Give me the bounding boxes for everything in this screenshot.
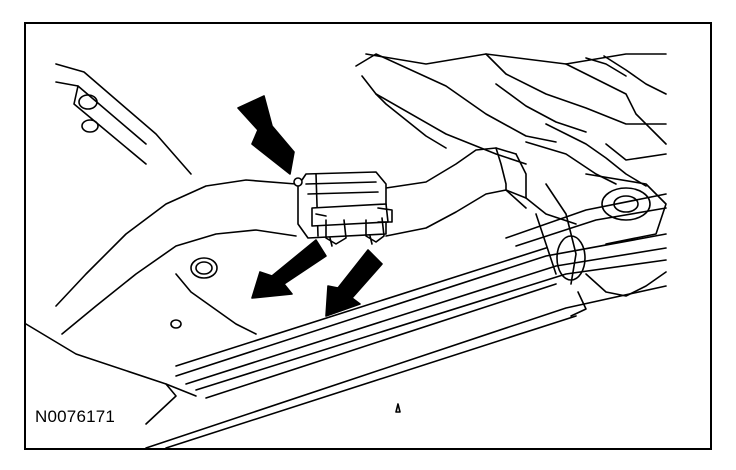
arrow-callout-icon [237,95,295,175]
floor-pan [26,63,401,425]
arrow-callout-icon [251,239,327,299]
crossmember-bracket [355,53,667,317]
underbody-rails [145,193,667,448]
exhaust-pipe [55,147,577,335]
figure-id-label: N0076171 [35,407,116,426]
exhaust-clamp-illustration [26,53,667,448]
arrow-callout-icon [325,249,383,317]
figure-frame: N0076171 [24,22,712,450]
exhaust-clamp [293,171,393,247]
callout-arrows [237,95,383,317]
